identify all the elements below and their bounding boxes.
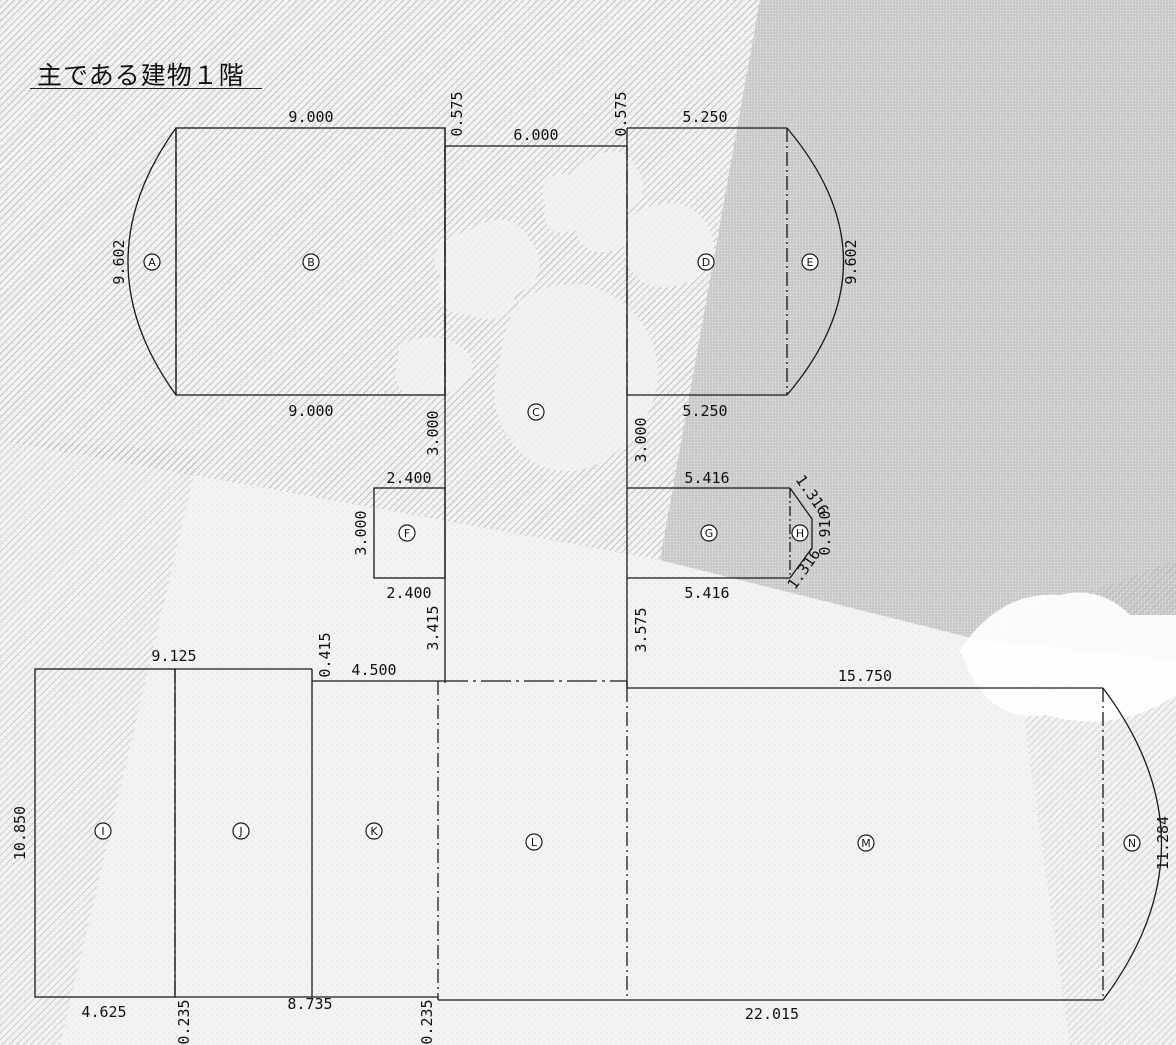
svg-text:F: F xyxy=(404,527,410,540)
dimension-m-bottom: 22.015 xyxy=(745,1005,799,1023)
dimension-h-side: 0.910 xyxy=(816,510,834,555)
flower-watermark xyxy=(395,151,714,472)
region-label-b: B xyxy=(302,253,320,271)
dimension-m-top: 15.750 xyxy=(838,667,892,685)
dimension-j-bottom: 8.735 xyxy=(287,995,332,1013)
dimension-d-top: 5.250 xyxy=(682,108,727,126)
dimension-f-bottom: 2.400 xyxy=(386,584,431,602)
dimension-j-step: 0.235 xyxy=(175,999,193,1044)
dimension-c-left-upper: 3.000 xyxy=(424,410,442,455)
title-underline xyxy=(30,88,262,89)
region-label-h: H xyxy=(791,524,809,542)
dimension-b-top: 9.000 xyxy=(288,108,333,126)
svg-text:L: L xyxy=(531,836,538,849)
region-label-d: D xyxy=(697,253,715,271)
dimension-e-arc: 9.602 xyxy=(842,239,860,284)
dimension-b-bottom: 9.000 xyxy=(288,402,333,420)
region-label-i: I xyxy=(94,822,112,840)
dimension-f-side: 3.000 xyxy=(352,510,370,555)
region-label-e: E xyxy=(801,253,819,271)
svg-text:J: J xyxy=(238,825,242,838)
svg-text:H: H xyxy=(796,527,804,540)
svg-text:K: K xyxy=(370,825,378,838)
region-label-c: C xyxy=(527,403,545,421)
region-a-arc xyxy=(127,127,177,396)
dimension-i-side: 10.850 xyxy=(11,806,29,860)
dimension-n-arc: 11.284 xyxy=(1154,816,1172,870)
svg-text:I: I xyxy=(101,825,104,838)
dimension-l-step: 0.235 xyxy=(418,999,436,1044)
dimension-f-top: 2.400 xyxy=(386,469,431,487)
dimension-d-bottom: 5.250 xyxy=(682,402,727,420)
region-label-j: J xyxy=(232,822,250,840)
drawing-title: 主である建物１階 xyxy=(37,61,245,90)
dimension-g-top: 5.416 xyxy=(684,469,729,487)
dimension-g-bottom: 5.416 xyxy=(684,584,729,602)
svg-text:A: A xyxy=(148,256,156,269)
dimension-c-left-lower: 3.415 xyxy=(424,605,442,650)
region-label-g: G xyxy=(700,524,718,542)
dimension-i-bottom: 4.625 xyxy=(81,1003,126,1021)
region-label-m: M xyxy=(857,834,875,852)
region-n-arc xyxy=(1102,687,1163,1001)
svg-text:E: E xyxy=(807,256,814,269)
dimension-c-right-lower: 3.575 xyxy=(632,607,650,652)
dimension-k-top: 4.500 xyxy=(351,661,396,679)
svg-text:G: G xyxy=(705,527,714,540)
region-label-l: L xyxy=(525,833,543,851)
plan-lines xyxy=(34,127,1163,1001)
dimension-gap-left: 0.575 xyxy=(448,91,466,136)
dimension-ij-top: 9.125 xyxy=(151,647,196,665)
region-label-k: K xyxy=(365,822,383,840)
svg-text:M: M xyxy=(861,837,871,850)
region-e-arc xyxy=(786,127,845,396)
dimension-gap-right: 0.575 xyxy=(612,91,630,136)
region-label-a: A xyxy=(143,253,161,271)
svg-text:B: B xyxy=(307,256,315,269)
svg-text:D: D xyxy=(702,256,710,269)
dimension-a-arc: 9.602 xyxy=(110,239,128,284)
region-label-n: N xyxy=(1123,834,1141,852)
region-label-f: F xyxy=(398,524,416,542)
svg-text:N: N xyxy=(1128,837,1136,850)
dimension-c-right-upper: 3.000 xyxy=(632,417,650,462)
dimension-jk-step: 0.415 xyxy=(316,632,334,677)
svg-text:C: C xyxy=(532,406,540,419)
dimension-c-top: 6.000 xyxy=(513,126,558,144)
